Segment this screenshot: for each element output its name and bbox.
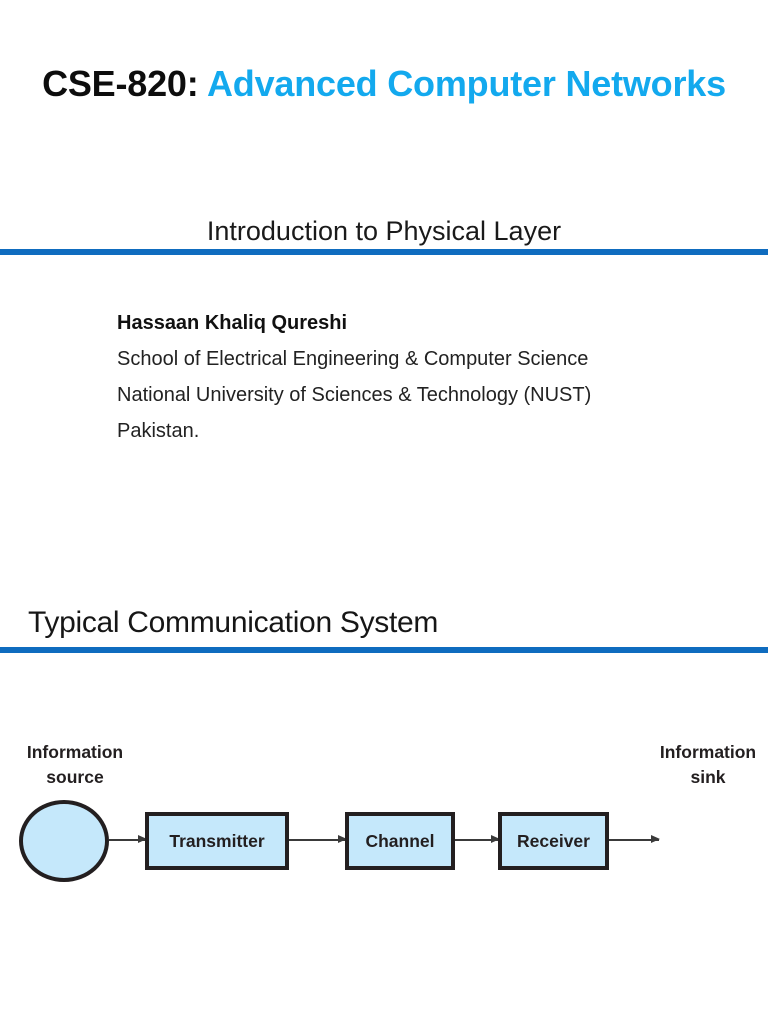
arrow-source-to-transmitter [109,835,147,843]
communication-system-diagram: Information source Transmitter Channel R… [0,740,768,920]
arrow-line [609,839,659,841]
receiver-node: Receiver [498,812,609,870]
information-sink-label-line-2: sink [690,767,726,787]
author-affiliation-line-1: School of Electrical Engineering & Compu… [117,348,589,370]
author-block: Hassaan Khaliq Qureshi School of Electri… [117,305,757,449]
title-slide: CSE-820: Advanced Computer Networks Intr… [0,58,768,449]
arrow-line [455,839,499,841]
information-source-label-line-2: source [46,767,104,787]
transmitter-node: Transmitter [145,812,289,870]
arrow-receiver-to-sink [609,835,660,843]
author-affiliation-line-3: Pakistan. [117,420,200,442]
arrowhead-icon [138,835,147,843]
title-divider [0,249,768,255]
arrowhead-icon [491,835,500,843]
section-heading: Typical Communication System [28,606,439,639]
course-name: Advanced Computer Networks [207,63,726,104]
lecture-subtitle: Introduction to Physical Layer [206,216,562,246]
author-name: Hassaan Khaliq Qureshi [117,312,348,334]
arrowhead-icon [651,835,660,843]
arrowhead-icon [338,835,347,843]
information-source-label: Information source [0,740,155,790]
information-source-label-line-1: Information [26,742,124,762]
author-affiliation-line-2: National University of Sciences & Techno… [117,384,592,406]
page-title: CSE-820: Advanced Computer Networks [40,58,728,109]
channel-node: Channel [345,812,455,870]
information-sink-label-line-1: Information [659,742,757,762]
communication-system-slide: Typical Communication System Information… [0,560,768,1024]
section-divider [0,647,768,653]
arrow-line [109,839,146,841]
course-code: CSE-820: [42,63,199,104]
information-source-node [19,800,109,882]
arrow-transmitter-to-channel [289,835,347,843]
arrow-line [289,839,346,841]
information-sink-label: Information sink [628,740,768,790]
arrow-channel-to-receiver [455,835,500,843]
